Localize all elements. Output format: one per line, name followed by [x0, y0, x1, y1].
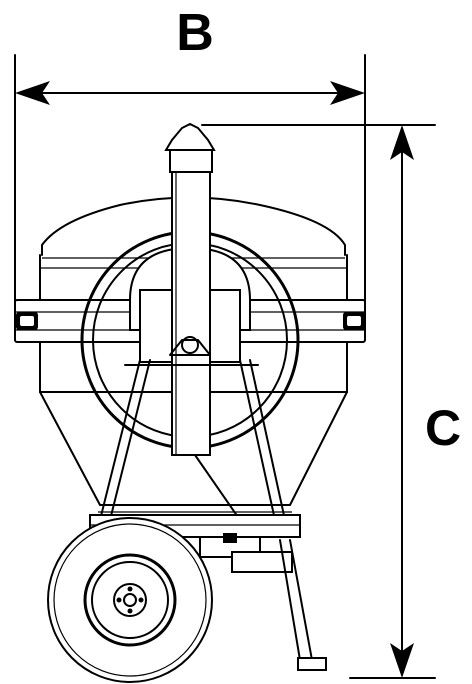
leg-right — [239, 359, 276, 521]
clamp-left — [16, 312, 38, 330]
clamp-block — [223, 533, 237, 543]
wheel-rim — [83, 553, 177, 647]
wheel-rim-inner — [91, 561, 169, 639]
column-cap — [164, 122, 216, 151]
dim-b-arrow-right — [330, 81, 365, 105]
leg-right-2 — [249, 359, 286, 521]
lug-nut-1 — [127, 586, 133, 592]
drum-lower-band — [39, 341, 348, 393]
wheel-hub — [113, 583, 147, 617]
dimension-b: B — [14, 4, 366, 306]
brake-lever — [231, 551, 293, 573]
dim-c-arrow-top — [390, 125, 414, 160]
wheel-axle — [123, 593, 137, 607]
ground-leg — [279, 539, 313, 661]
hitch-bracket — [169, 339, 211, 356]
lug-nut-2 — [138, 597, 144, 603]
wheel-tread — [53, 523, 207, 677]
ground-foot — [297, 657, 327, 671]
dim-c-label: C — [425, 400, 461, 456]
clamp-right — [343, 312, 365, 330]
wheel — [47, 517, 213, 683]
mixer-machine — [14, 122, 366, 683]
dim-b-arrow-left — [15, 81, 50, 105]
lug-nut-3 — [127, 608, 133, 614]
column-collar — [169, 149, 213, 173]
leg-brace — [194, 454, 241, 521]
center-column — [171, 149, 211, 456]
wheel-tire — [47, 517, 213, 683]
leg-left — [99, 359, 141, 521]
leg-left-2 — [109, 359, 151, 521]
lug-nut-4 — [116, 597, 122, 603]
dim-c-arrow-bottom — [390, 643, 414, 678]
drum-cylinder — [39, 254, 348, 301]
dim-b-label: B — [176, 4, 214, 62]
dimension-c: C — [201, 124, 461, 679]
